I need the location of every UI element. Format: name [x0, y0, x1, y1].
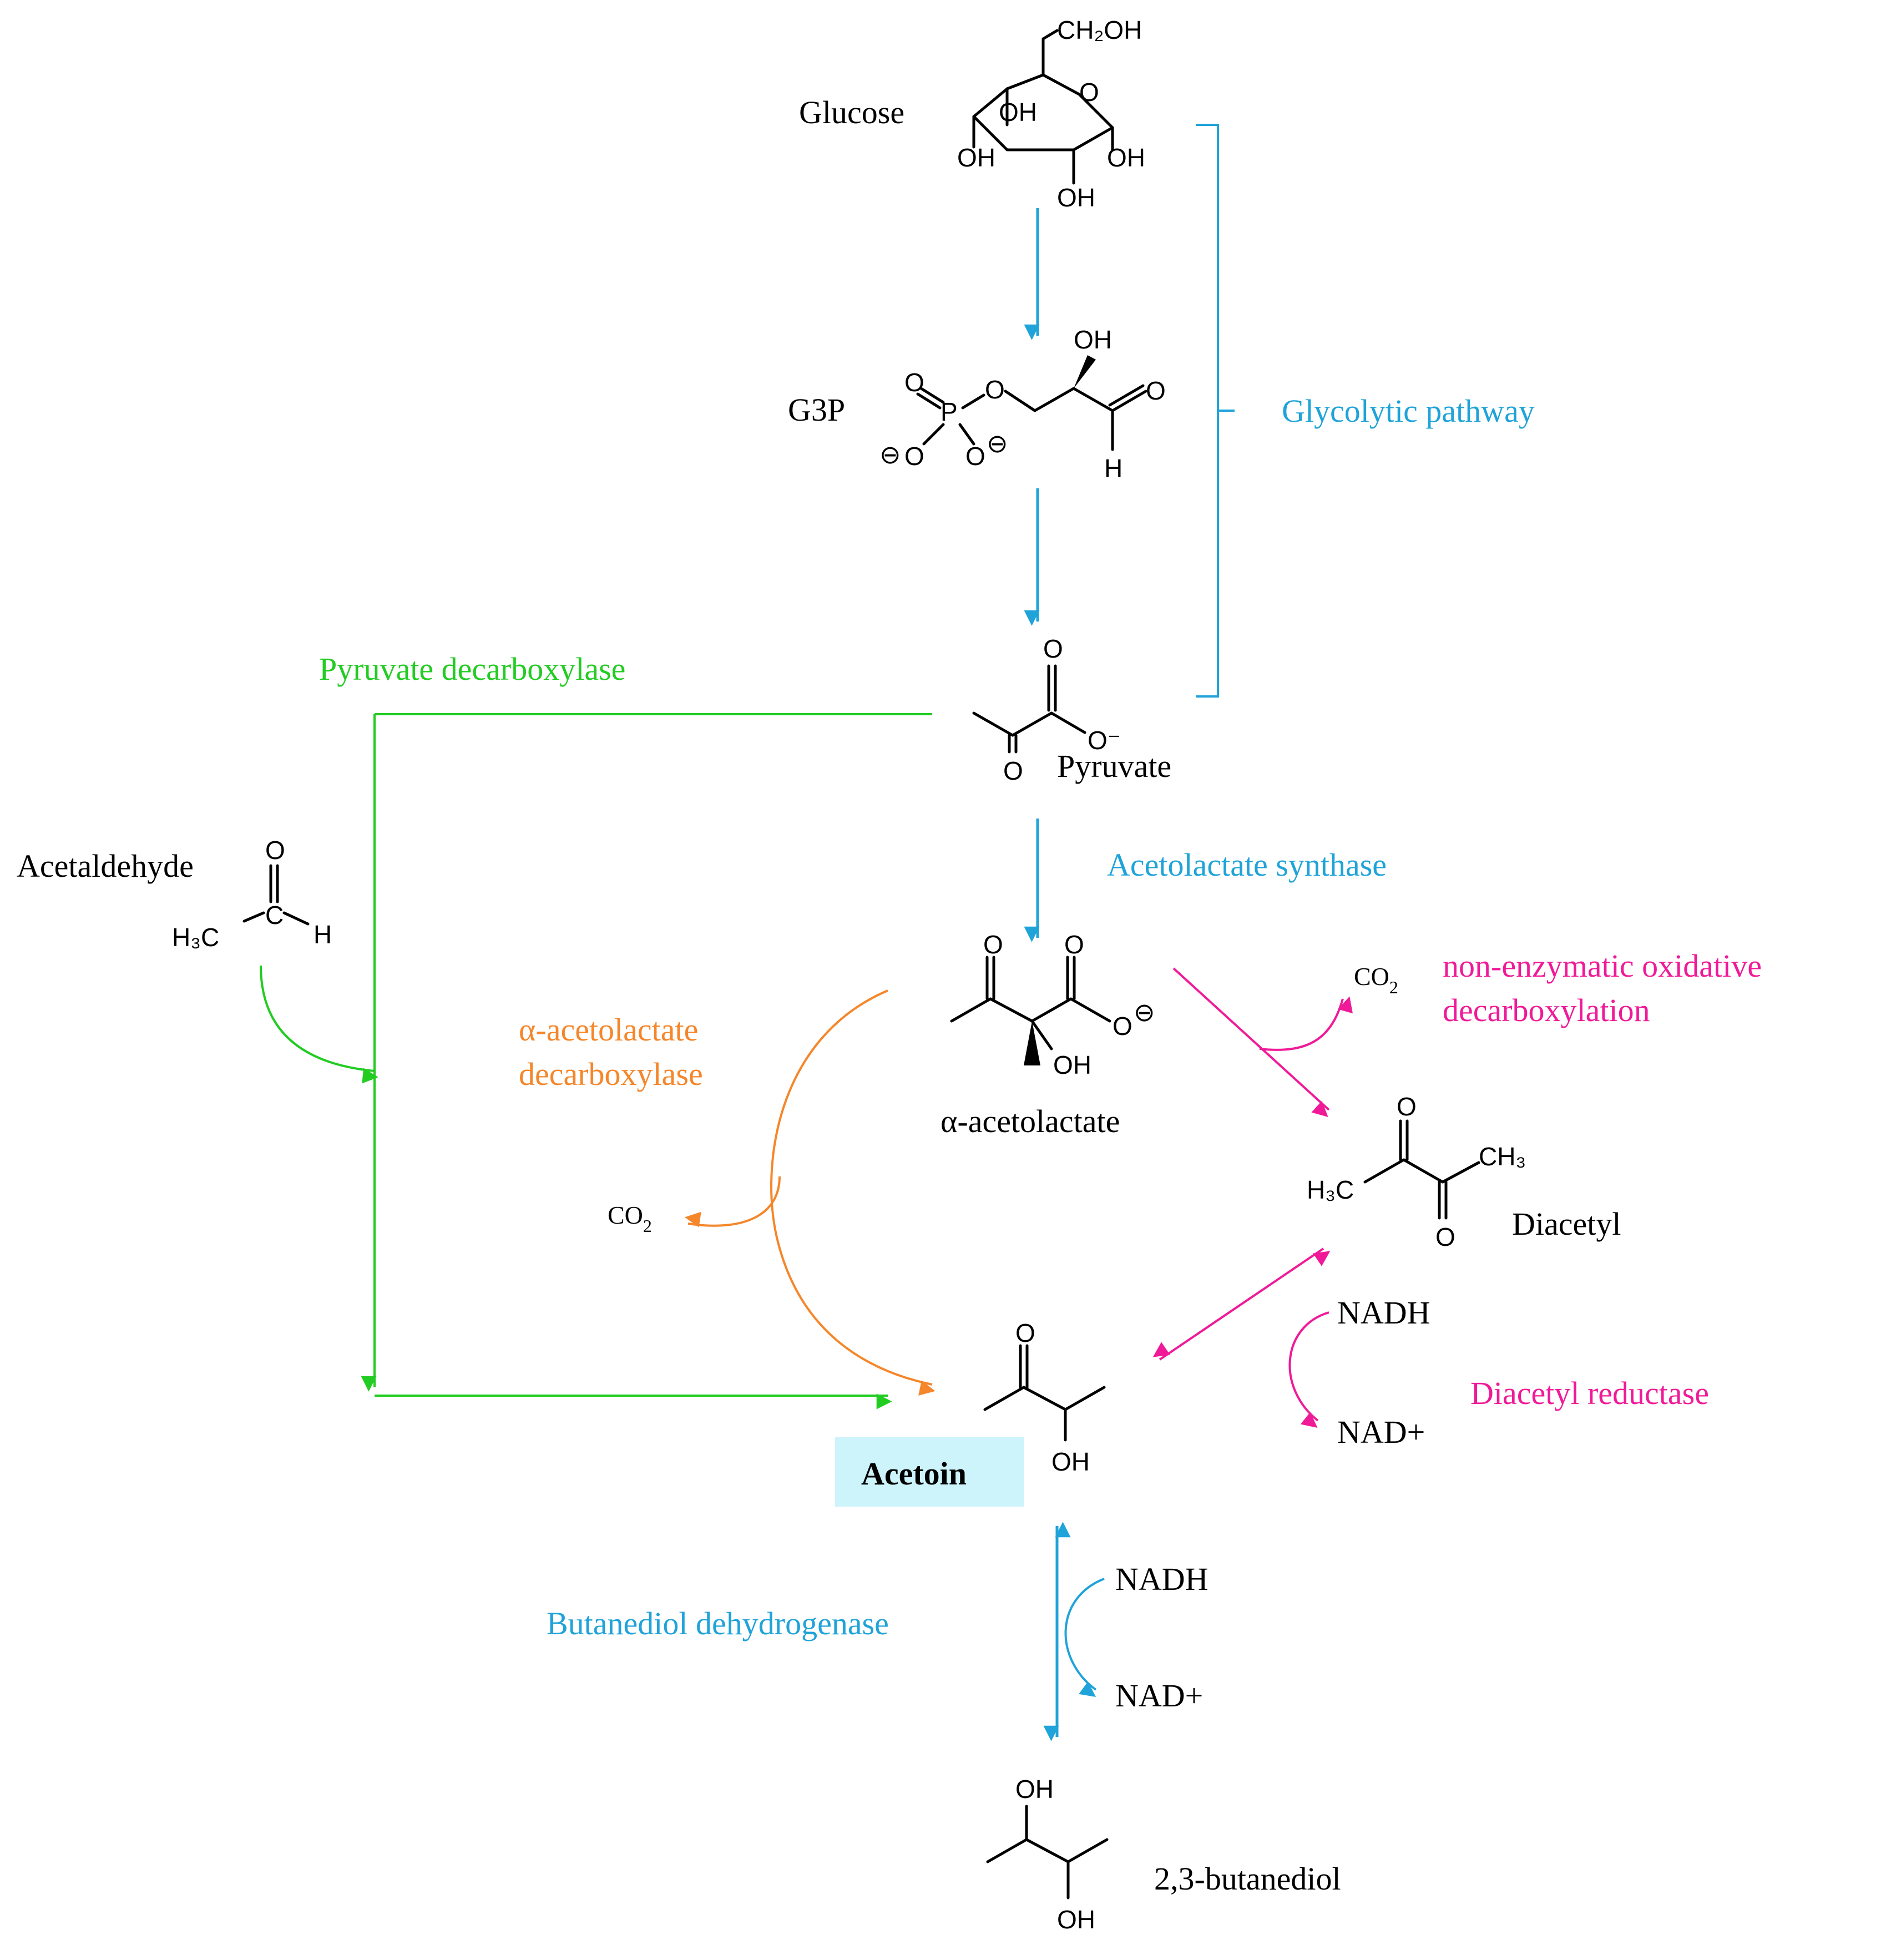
diacetyl-oxygen-bottom: O — [1435, 1223, 1455, 1251]
glucose-oh-3: OH — [999, 98, 1037, 127]
butanediol-structure: OH OH 2,3-butanediol — [986, 1775, 1341, 1934]
g3p-phosphate-o2: O — [965, 442, 985, 471]
magenta-co2-label: CO2 — [1354, 962, 1398, 997]
acetolactate-carbonyl-oxygen: O — [1064, 930, 1084, 959]
g3p-hydroxyl: OH — [1074, 325, 1112, 354]
acetaldehyde-oxygen: O — [265, 836, 285, 865]
acetolactate-hydroxyl: OH — [1053, 1050, 1091, 1079]
oxidative-decarboxylation-label-line2: decarboxylation — [1443, 992, 1650, 1028]
diacetyl-methyl-left: H₃C — [1307, 1175, 1354, 1204]
acetolactate-to-diacetyl-arrow — [1172, 967, 1330, 1117]
g3p-ester-oxygen: O — [985, 375, 1005, 404]
glucose-ch2oh: CH₂OH — [1057, 16, 1142, 44]
acetoin-highlight — [835, 1437, 1024, 1507]
acetolactate-synthase-step: Acetolactate synthase — [1024, 819, 1387, 942]
g3p-phosphate-o1: O — [904, 442, 924, 471]
diacetyl-methyl-right: CH₃ — [1479, 1142, 1526, 1171]
pyruvate-label: Pyruvate — [1057, 748, 1171, 784]
acetoin-carbonyl-oxygen: O — [1015, 1319, 1035, 1347]
g3p-phosphate-oxo: O — [904, 368, 924, 397]
acetolactate-minus: ⊖ — [1134, 998, 1155, 1027]
acetoin-label: Acetoin — [861, 1456, 967, 1492]
magenta-co2-release-arrow — [1259, 996, 1353, 1051]
pyruvate-decarboxylase-route: Pyruvate decarboxylase — [260, 651, 932, 1410]
pyruvate-carbonyl-oxygen: O — [1043, 634, 1063, 663]
pyruvate-decarboxylase-label: Pyruvate decarboxylase — [319, 651, 625, 687]
diacetyl-structure: H₃C O O CH₃ Diacetyl — [1307, 1092, 1621, 1251]
g3p-label: G3P — [788, 392, 845, 428]
orange-co2-release-arrow — [684, 1176, 781, 1227]
butanediol-dehydrogenase-step: NADH NAD+ Butanediol dehydrogenase — [547, 1522, 1209, 1741]
pyruvate-keto-oxygen: O — [1003, 756, 1023, 785]
g3p-aldehyde-oxygen: O — [1146, 376, 1166, 405]
glucose-oh-2: OH — [1057, 183, 1095, 212]
acetoin-structure: O OH Acetoin — [835, 1319, 1106, 1507]
glucose-oh-4: OH — [957, 143, 995, 172]
acetoin-hydroxyl: OH — [1051, 1447, 1090, 1476]
diacetyl-acetoin-reversible-arrow — [1152, 1247, 1331, 1361]
glycolysis-arrows: Glycolytic pathway — [1024, 124, 1535, 698]
g3p-phosphate-o-minus-2: ⊖ — [987, 429, 1008, 458]
diacetyl-reductase-cofactor-arrow — [1288, 1311, 1329, 1428]
acetolactate-carboxylate-oxygen: O — [1113, 1012, 1132, 1040]
oxidative-decarboxylation-label-line1: non-enzymatic oxidative — [1443, 948, 1762, 984]
acetaldehyde-merge-arrow — [260, 965, 378, 1084]
orange-co2-label: CO2 — [608, 1201, 652, 1236]
acetaldehyde-carbon: C — [265, 901, 284, 930]
glucose-label: Glucose — [799, 94, 904, 130]
acetaldehyde-methyl: H₃C — [172, 923, 219, 952]
butanediol-dehydrogenase-nad-plus: NAD+ — [1115, 1678, 1203, 1714]
butanediol-dehydrogenase-nadh: NADH — [1115, 1561, 1209, 1597]
butanediol-dehydrogenase-cofactor-arrow — [1064, 1578, 1105, 1698]
glucose-oh-1: OH — [1107, 143, 1145, 172]
g3p-structure: G3P O P O ⊖ O O ⊖ OH O H — [788, 325, 1166, 483]
acetolactate-decarboxylase-label-line2: decarboxylase — [519, 1056, 703, 1092]
butanediol-oh-bottom: OH — [1057, 1905, 1095, 1934]
glucose-structure: Glucose CH₂OH O OH OH OH OH — [799, 16, 1145, 212]
g3p-phosphate-o-minus-1: ⊖ — [879, 440, 901, 469]
acetolactate-to-acetoin-arrow — [770, 989, 936, 1396]
diacetyl-reductase-nadh: NADH — [1337, 1295, 1430, 1331]
glycolysis-bracket — [1196, 124, 1235, 698]
acetaldehyde-hydrogen: H — [314, 920, 332, 949]
acetaldehyde-structure: Acetaldehyde O C H₃C H — [17, 836, 332, 952]
acetolactate-decarboxylase-label-line1: α-acetolactate — [519, 1012, 698, 1048]
pyruvate-structure: O O⁻ O Pyruvate — [972, 634, 1171, 785]
diacetyl-label: Diacetyl — [1512, 1206, 1621, 1242]
diacetyl-reductase-nad-plus: NAD+ — [1337, 1414, 1425, 1450]
acetolactate-structure: O O O ⊖ OH α-acetolactate — [941, 930, 1155, 1139]
pyruvate-carboxylate-oxygen: O⁻ — [1088, 726, 1121, 755]
glucose-ring-oxygen: O — [1079, 78, 1099, 107]
butanediol-oh-top: OH — [1015, 1775, 1054, 1804]
butanediol-dehydrogenase-label: Butanediol dehydrogenase — [547, 1605, 889, 1641]
acetolactate-keto-oxygen: O — [983, 930, 1003, 959]
acetolactate-decarboxylase-route: α-acetolactate decarboxylase CO2 — [519, 989, 936, 1396]
glucose-ring — [972, 73, 1114, 151]
diacetyl-reductase-label: Diacetyl reductase — [1470, 1375, 1709, 1411]
acetolactate-label: α-acetolactate — [941, 1103, 1120, 1139]
glycolytic-pathway-label: Glycolytic pathway — [1282, 393, 1535, 429]
g3p-aldehyde-hydrogen: H — [1104, 454, 1123, 483]
acetaldehyde-label: Acetaldehyde — [17, 848, 194, 884]
butanediol-label: 2,3-butanediol — [1154, 1861, 1341, 1897]
acetolactate-synthase-label: Acetolactate synthase — [1107, 847, 1387, 883]
diacetyl-oxygen-top: O — [1397, 1092, 1417, 1121]
diacetyl-route: CO2 non-enzymatic oxidative decarboxylat… — [1152, 948, 1762, 1450]
